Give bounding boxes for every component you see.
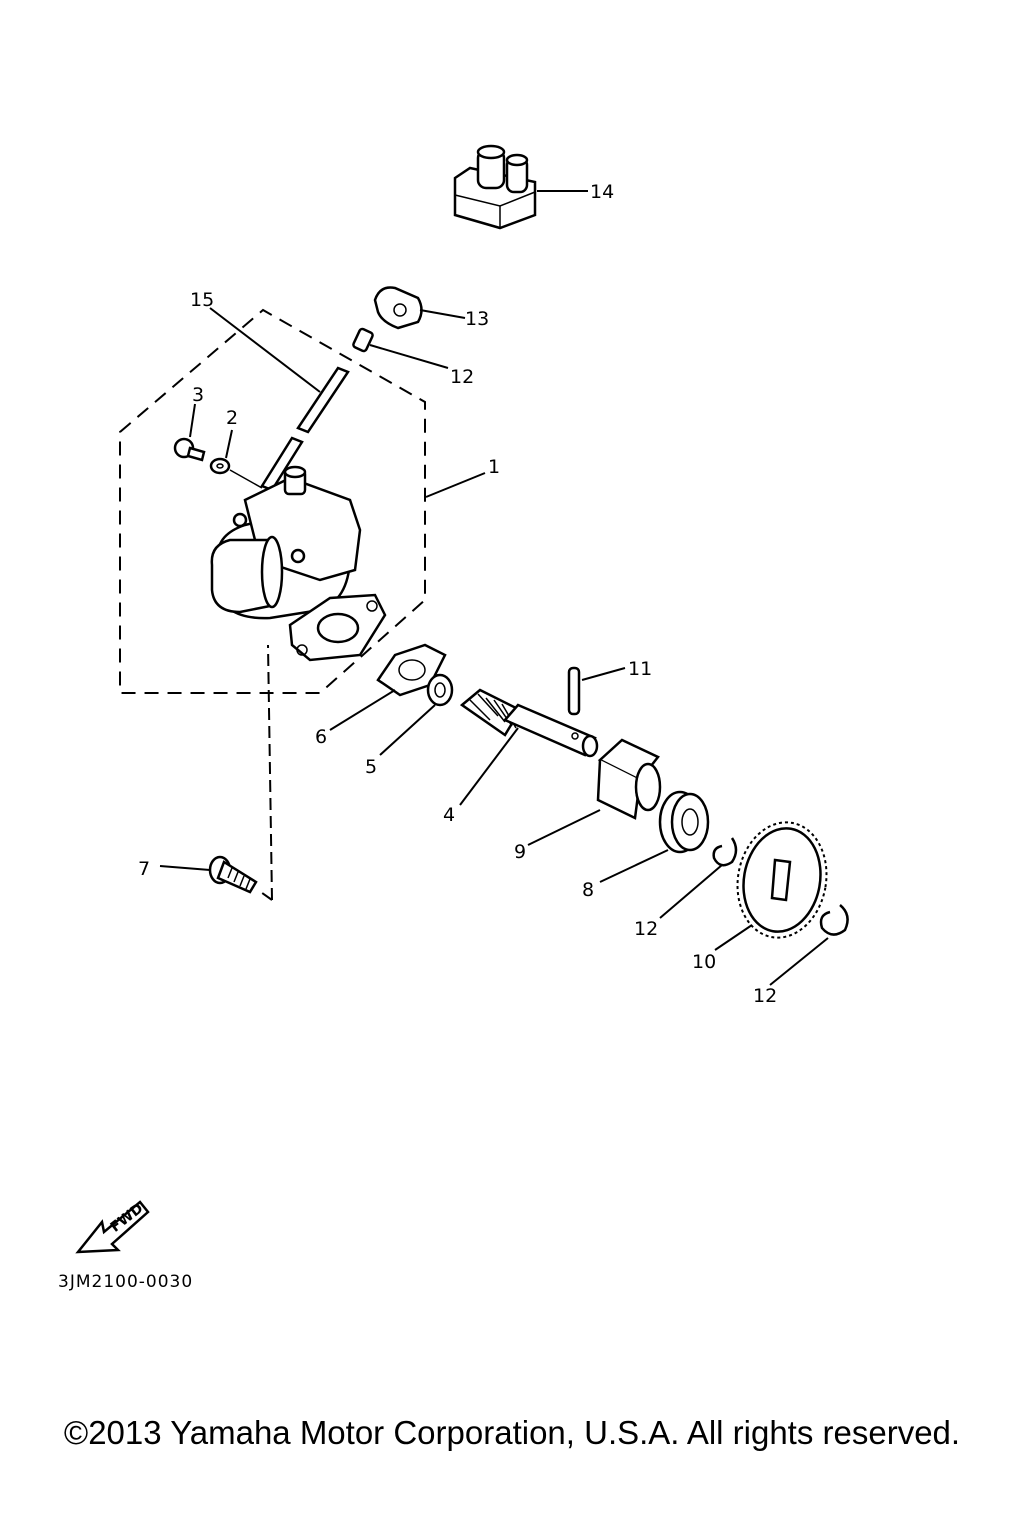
leader-1: [425, 472, 486, 498]
callout-11: 11: [628, 658, 652, 680]
callout-4: 4: [443, 804, 455, 826]
part-15-clamp: [453, 144, 537, 230]
leader-4: [459, 727, 519, 806]
leader-9: [527, 809, 601, 846]
callout-12b: 12: [753, 985, 777, 1007]
callout-5: 5: [365, 756, 377, 778]
callout-16: 15: [190, 289, 214, 311]
leader-5: [379, 704, 436, 756]
callout-8: 8: [582, 879, 594, 901]
leader-10: [714, 924, 753, 951]
bolt-7-path: [257, 644, 273, 901]
leader-12a: [659, 864, 723, 919]
part-1-oil-pump: [210, 465, 387, 662]
leader-6: [329, 689, 396, 731]
leader-8: [599, 849, 669, 883]
assembly-outline: [119, 308, 426, 694]
part-14-hose-clip: [373, 286, 423, 330]
part-3-screw: [173, 437, 206, 462]
leader-13: [369, 344, 449, 369]
leader-2-fitting: [229, 469, 263, 489]
callout-15: 14: [590, 181, 614, 203]
part-10-gear: [736, 821, 828, 939]
callout-9: 9: [514, 841, 526, 863]
callout-7: 7: [138, 858, 150, 880]
part-2-washer: [209, 457, 231, 475]
callout-2: 2: [226, 407, 238, 429]
diagram-code: 3JM2100-0030: [58, 1272, 193, 1292]
leader-16: [209, 307, 321, 393]
part-7-bolt: [208, 855, 258, 894]
part-12-circlip-a: [712, 837, 738, 867]
callout-1: 1: [488, 456, 500, 478]
part-9-collar: [596, 738, 662, 820]
leader-11: [581, 667, 626, 681]
callout-12a: 12: [634, 918, 658, 940]
leader-14: [419, 309, 466, 319]
part-13-ferrule: [352, 327, 374, 353]
part-12-circlip-b: [819, 904, 849, 936]
part-5-seal: [426, 673, 454, 707]
part-8-bearing: [658, 790, 710, 854]
leader-7: [159, 865, 211, 871]
leader-3: [189, 403, 196, 438]
callout-10: 10: [692, 951, 716, 973]
leader-2: [225, 429, 233, 459]
part-4-worm-shaft: [459, 688, 599, 758]
fwd-arrow-icon: FWD: [75, 1200, 150, 1254]
part-11-pin: [567, 666, 581, 716]
copyright-text: ©2013 Yamaha Motor Corporation, U.S.A. A…: [63, 1414, 961, 1451]
callout-3: 3: [192, 384, 204, 406]
callout-6: 6: [315, 726, 327, 748]
callout-14: 13: [465, 308, 489, 330]
leader-12b: [769, 937, 829, 986]
callout-13: 12: [450, 366, 474, 388]
